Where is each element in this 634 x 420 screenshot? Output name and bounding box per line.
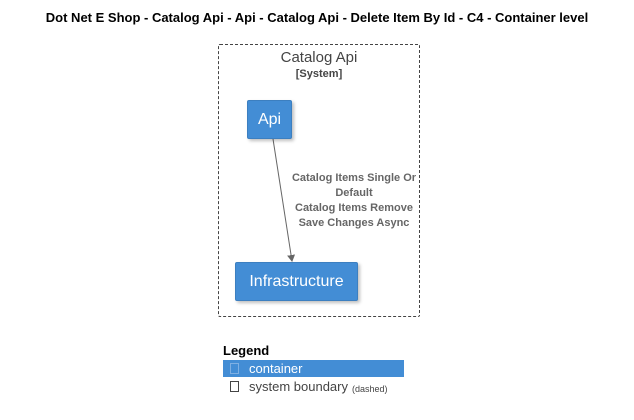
container-infrastructure[interactable]: Infrastructure (235, 262, 358, 301)
legend-boundary-note: (dashed) (352, 383, 388, 394)
boundary-type: [System] (295, 68, 343, 80)
legend-container-label: container (249, 361, 303, 376)
container-api-label: Api (257, 110, 282, 128)
edge-label-line: Save Changes Async (298, 217, 410, 229)
legend-boundary-label: system boundary (249, 379, 348, 394)
edge-label-line: Default (335, 187, 373, 199)
edge-label-line: Catalog Items Single Or (291, 172, 417, 184)
container-infrastructure-label: Infrastructure (249, 272, 344, 290)
container-swatch-icon (230, 363, 239, 374)
boundary-swatch-icon (230, 381, 239, 392)
edge-api-to-infrastructure (272, 138, 296, 262)
diagram-title: Dot Net E Shop - Catalog Api - Api - Cat… (45, 10, 589, 25)
legend-item-boundary: system boundary (dashed) (223, 378, 388, 395)
legend-item-container: container (223, 360, 404, 377)
container-api[interactable]: Api (247, 100, 292, 139)
edge-label-line: Catalog Items Remove (295, 202, 413, 214)
legend-title: Legend (223, 343, 270, 358)
system-boundary (218, 44, 420, 317)
boundary-name: Catalog Api (280, 49, 358, 66)
edge-label: Catalog Items Single Or Default Catalog … (278, 171, 430, 231)
